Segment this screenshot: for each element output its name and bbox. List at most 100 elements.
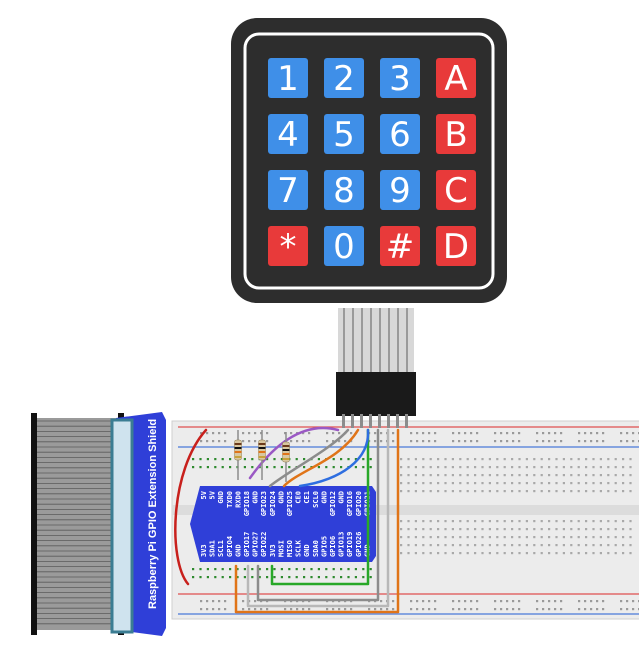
rail-hole — [428, 608, 431, 611]
rail-hole — [506, 608, 509, 611]
rail-hole — [308, 440, 311, 443]
breadboard-hole — [548, 466, 551, 469]
breadboard-hole — [192, 466, 195, 469]
breadboard-hole — [303, 576, 306, 579]
breadboard-hole — [481, 466, 484, 469]
rail-hole — [506, 440, 509, 443]
breadboard-hole — [400, 474, 403, 477]
breadboard-hole — [451, 458, 454, 461]
keypad-flex-cable — [336, 308, 416, 428]
breadboard-hole — [459, 552, 462, 555]
breadboard-hole — [444, 466, 447, 469]
rail-hole — [584, 440, 587, 443]
breadboard-hole — [266, 576, 269, 579]
breadboard-hole — [347, 568, 350, 571]
breadboard-hole — [407, 482, 410, 485]
breadboard-hole — [533, 528, 536, 531]
breadboard-hole — [451, 544, 454, 547]
breadboard-hole — [266, 466, 269, 469]
breadboard-hole — [400, 536, 403, 539]
rail-hole — [266, 440, 269, 443]
breadboard-hole — [422, 528, 425, 531]
breadboard-hole — [192, 458, 195, 461]
breadboard-hole — [332, 568, 335, 571]
breadboard-hole — [577, 466, 580, 469]
breadboard-hole — [459, 458, 462, 461]
resistor-band — [258, 451, 266, 453]
breadboard-hole — [258, 576, 261, 579]
breadboard-hole — [518, 536, 521, 539]
rail-hole — [242, 432, 245, 435]
breadboard-hole — [614, 482, 617, 485]
breadboard-hole — [555, 552, 558, 555]
key-3 — [380, 58, 420, 98]
breadboard-hole — [548, 536, 551, 539]
rail-hole — [350, 608, 353, 611]
breadboard-hole — [548, 552, 551, 555]
breadboard-hole — [599, 528, 602, 531]
rail-hole — [332, 440, 335, 443]
rail-hole — [380, 440, 383, 443]
rail-hole — [578, 432, 581, 435]
rail-hole — [266, 432, 269, 435]
rail-hole — [596, 432, 599, 435]
breadboard-hole — [429, 536, 432, 539]
wire-purple — [248, 426, 340, 480]
breadboard-hole — [229, 568, 232, 571]
breadboard-hole — [607, 490, 610, 493]
breadboard-hole — [540, 520, 543, 523]
breadboard-hole — [429, 474, 432, 477]
pin-label: MOSI — [277, 540, 285, 557]
pin-label: SDA0 — [312, 540, 320, 557]
rail-hole — [434, 432, 437, 435]
breadboard-hole — [474, 528, 477, 531]
breadboard-hole — [325, 576, 328, 579]
breadboard-hole — [400, 490, 403, 493]
breadboard-hole — [614, 458, 617, 461]
breadboard-hole — [599, 544, 602, 547]
breadboard-hole — [459, 474, 462, 477]
breadboard-hole — [629, 466, 632, 469]
resistor-band — [258, 456, 266, 458]
rail-hole — [590, 600, 593, 603]
breadboard-hole — [400, 552, 403, 555]
rail-hole — [458, 440, 461, 443]
breadboard-hole — [481, 490, 484, 493]
flex-cable-header — [336, 372, 416, 416]
rail-hole — [518, 432, 521, 435]
breadboard-hole — [444, 474, 447, 477]
flex-pin — [360, 414, 363, 428]
breadboard-hole — [570, 536, 573, 539]
breadboard-hole — [629, 544, 632, 547]
rail-hole — [284, 432, 287, 435]
key-label: 0 — [333, 227, 355, 267]
breadboard-hole — [444, 458, 447, 461]
rail-hole — [542, 608, 545, 611]
breadboard-hole — [422, 466, 425, 469]
breadboard-hole — [607, 528, 610, 531]
breadboard-hole — [444, 528, 447, 531]
breadboard-hole — [459, 466, 462, 469]
breadboard-hole — [414, 474, 417, 477]
rail-hole — [326, 440, 329, 443]
key-hash — [380, 226, 420, 266]
rail-hole — [470, 608, 473, 611]
flex-cable-pins — [342, 414, 408, 428]
rail-hole — [302, 608, 305, 611]
breadboard-hole — [577, 474, 580, 477]
rail-hole — [254, 608, 257, 611]
breadboard-hole — [614, 474, 617, 477]
rail-hole — [452, 600, 455, 603]
breadboard-hole — [533, 552, 536, 555]
breadboard-hole — [407, 490, 410, 493]
breadboard-hole — [570, 458, 573, 461]
rail-hole — [206, 432, 209, 435]
breadboard-hole — [540, 466, 543, 469]
breadboard-hole — [481, 536, 484, 539]
rail-hole — [548, 440, 551, 443]
breadboard-hole — [466, 552, 469, 555]
breadboard-hole — [555, 458, 558, 461]
